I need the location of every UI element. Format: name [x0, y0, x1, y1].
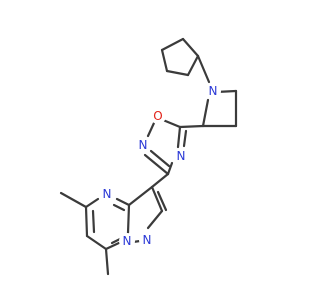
bond — [126, 203, 131, 235]
atom-labels: N O N N N N N — [99, 83, 221, 249]
atom-n-azetidine: N — [209, 84, 218, 98]
bond — [160, 37, 185, 52]
bond — [166, 161, 174, 176]
atom-background — [99, 186, 115, 202]
bond — [104, 247, 110, 276]
bond — [150, 172, 170, 189]
bond — [149, 149, 171, 168]
bond — [59, 191, 88, 209]
structure-canvas: N O N N N N N — [59, 37, 238, 276]
bond — [115, 197, 131, 207]
bond — [84, 197, 100, 209]
atom-n-pyrazole: N — [143, 233, 152, 247]
bond — [146, 121, 156, 138]
atom-n-pyrimidine: N — [103, 187, 112, 201]
bond — [146, 209, 164, 230]
bond — [196, 54, 211, 84]
bond — [91, 209, 96, 234]
bond — [201, 98, 210, 128]
bond — [156, 190, 168, 212]
bond — [84, 205, 89, 238]
atom-background — [173, 148, 189, 164]
atom-background — [205, 83, 221, 99]
bond — [143, 153, 170, 176]
atom-o-oxadiazole: O — [153, 109, 162, 123]
atom-n2-oxadiazole: N — [139, 138, 148, 152]
atom-n4-oxadiazole: N — [177, 149, 186, 163]
bond — [104, 240, 123, 251]
bond — [186, 54, 200, 77]
bond — [181, 37, 200, 58]
bond — [127, 185, 154, 207]
molecule-drawing: N O N N N N N — [59, 37, 238, 276]
bond — [182, 129, 188, 148]
bond — [85, 234, 108, 251]
atom-background — [139, 232, 155, 248]
atom-background — [135, 137, 151, 153]
atom-background — [119, 233, 135, 249]
bond — [150, 185, 164, 213]
bond — [176, 125, 182, 149]
atom-n-bridge: N — [123, 234, 132, 248]
bond — [178, 124, 205, 129]
atom-background — [150, 108, 166, 124]
bond — [160, 48, 169, 73]
bond — [161, 118, 182, 129]
bond — [112, 203, 126, 212]
bond — [165, 69, 190, 77]
